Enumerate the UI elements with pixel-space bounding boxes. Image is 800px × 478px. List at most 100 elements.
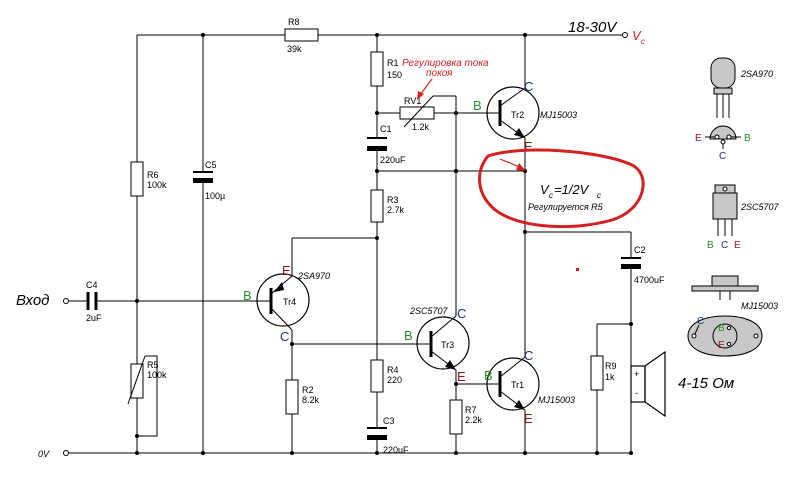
to92-pin-e: E bbox=[695, 133, 702, 144]
tr1-pin-e: E bbox=[524, 411, 533, 426]
tr2-model: MJ15003 bbox=[540, 110, 577, 120]
c3-value: 220uF bbox=[383, 445, 409, 455]
resistor-r5: R5 100k bbox=[127, 301, 167, 453]
to92-pin-c: C bbox=[719, 151, 726, 162]
tr1-pin-b: B bbox=[484, 368, 493, 383]
tr4-pin-c: C bbox=[280, 329, 289, 344]
input-wire bbox=[63, 298, 257, 304]
c4-value: 2uF bbox=[86, 313, 102, 323]
tr3-pin-c: C bbox=[457, 306, 466, 321]
c5-name: C5 bbox=[205, 160, 217, 170]
to92-label: 2SA970 bbox=[740, 69, 773, 79]
package-to3: MJ15003 C B E bbox=[687, 275, 778, 357]
capacitor-c5: C5 100µ bbox=[193, 160, 225, 453]
to220-pin-b: B bbox=[707, 240, 714, 251]
speaker-minus: - bbox=[635, 388, 638, 398]
tr4-pin-e: E bbox=[282, 263, 291, 278]
package-to220: 2SC5707 B C E bbox=[707, 184, 780, 251]
to220-label: 2SC5707 bbox=[740, 202, 780, 212]
r5-value: 100k bbox=[147, 370, 167, 380]
ground-label: 0V bbox=[38, 449, 50, 459]
r3-value: 2.7k bbox=[387, 205, 405, 215]
transistor-tr2: Tr2 MJ15003 B C E bbox=[473, 35, 577, 171]
tr2-pin-b: B bbox=[473, 98, 482, 113]
midpoint-v-label: V bbox=[540, 182, 550, 197]
r4-value: 220 bbox=[387, 375, 402, 385]
speaker-plus: + bbox=[634, 369, 639, 379]
r3-name: R3 bbox=[387, 195, 399, 205]
tr2-name: Tr2 bbox=[511, 110, 524, 120]
bias-adjust-arrow bbox=[417, 78, 433, 100]
capacitor-c1: C1 220uF bbox=[367, 124, 406, 165]
r6-value: 100k bbox=[147, 180, 167, 190]
capacitor-c4: C4 2uF bbox=[86, 280, 102, 323]
transistor-tr1: Tr1 MJ15003 B C E bbox=[454, 171, 575, 453]
r2-value: 8.2k bbox=[302, 395, 320, 405]
r1-value: 150 bbox=[387, 70, 402, 80]
midpoint-equation-sub: c bbox=[597, 191, 601, 200]
top-rail bbox=[136, 32, 628, 172]
to92-pin-b: B bbox=[744, 133, 751, 144]
r8-name: R8 bbox=[288, 17, 300, 27]
tr2-pin-c: C bbox=[524, 79, 533, 94]
tr3-pin-e: E bbox=[457, 369, 466, 384]
c1-value: 220uF bbox=[380, 155, 406, 165]
to220-pin-c: C bbox=[721, 240, 728, 251]
capacitor-c3: C3 220uF bbox=[367, 416, 409, 455]
to220-pin-e: E bbox=[734, 240, 741, 251]
package-to92: 2SA970 E B C bbox=[695, 57, 773, 162]
c1-name: C1 bbox=[380, 124, 392, 134]
resistor-r2: R2 8.2k bbox=[285, 344, 320, 453]
vcc-symbol: V bbox=[632, 28, 642, 43]
resistor-r8: R8 39k bbox=[284, 17, 319, 54]
load-impedance-label: 4-15 Ом bbox=[678, 375, 734, 392]
c3-name: C3 bbox=[383, 416, 395, 426]
stray-red-dot bbox=[576, 268, 579, 271]
transistor-tr3: Tr3 2SC5707 B C E R7 2.2k bbox=[404, 306, 483, 453]
r7-name: R7 bbox=[465, 405, 477, 415]
tr4-name: Tr4 bbox=[283, 297, 296, 307]
tr1-pin-c: C bbox=[524, 348, 533, 363]
to3-pin-e: E bbox=[718, 340, 725, 351]
bottom-rail bbox=[63, 450, 631, 456]
midpoint-v-sub: c bbox=[549, 191, 553, 200]
transistor-tr4: Tr4 2SA970 B E C bbox=[243, 237, 416, 346]
r7-value: 2.2k bbox=[465, 415, 483, 425]
tr3-pin-b: B bbox=[404, 328, 413, 343]
tr3-name: Tr3 bbox=[441, 340, 454, 350]
tr3-model: 2SC5707 bbox=[409, 306, 449, 316]
input-label: Вход bbox=[16, 292, 49, 309]
to3-pin-c: C bbox=[697, 316, 704, 327]
resistor-r9: R9 1k bbox=[590, 322, 633, 453]
c2-value: 4700uF bbox=[634, 275, 665, 285]
bias-adjust-note-line2: покоя bbox=[426, 68, 453, 79]
c5-value: 100µ bbox=[205, 191, 225, 201]
c2-name: C2 bbox=[634, 245, 646, 255]
midpoint-annotation: V c =1/2V c Регулируется R5 bbox=[478, 148, 645, 229]
resistor-r6: R6 100k bbox=[130, 161, 167, 301]
to3-label: MJ15003 bbox=[741, 301, 778, 311]
r9-name: R9 bbox=[605, 361, 617, 371]
capacitor-c2: C2 4700uF bbox=[621, 232, 665, 372]
supply-voltage-label: 18-30V bbox=[568, 19, 618, 36]
r1-name: R1 bbox=[387, 58, 399, 68]
tr4-pin-b: B bbox=[243, 288, 252, 303]
vcc-subscript: c bbox=[641, 37, 645, 46]
tr4-model: 2SA970 bbox=[297, 271, 330, 281]
r8-value: 39k bbox=[287, 44, 302, 54]
r9-value: 1k bbox=[605, 372, 615, 382]
rv1-value: 1.2k bbox=[412, 122, 430, 132]
midpoint-note: Регулируется R5 bbox=[528, 202, 604, 212]
r2-name: R2 bbox=[302, 385, 314, 395]
tr1-name: Tr1 bbox=[511, 380, 524, 390]
tr2-pin-e: E bbox=[524, 139, 533, 154]
speaker: + - bbox=[629, 350, 666, 455]
rv1-name: RV1 bbox=[404, 96, 421, 106]
r5-name: R5 bbox=[147, 360, 159, 370]
center-chain bbox=[370, 35, 384, 453]
to3-pin-b: B bbox=[718, 323, 725, 334]
r6-name: R6 bbox=[147, 170, 159, 180]
tr1-model: MJ15003 bbox=[538, 395, 575, 405]
trimmer-rv1: RV1 1.2k bbox=[377, 95, 486, 316]
